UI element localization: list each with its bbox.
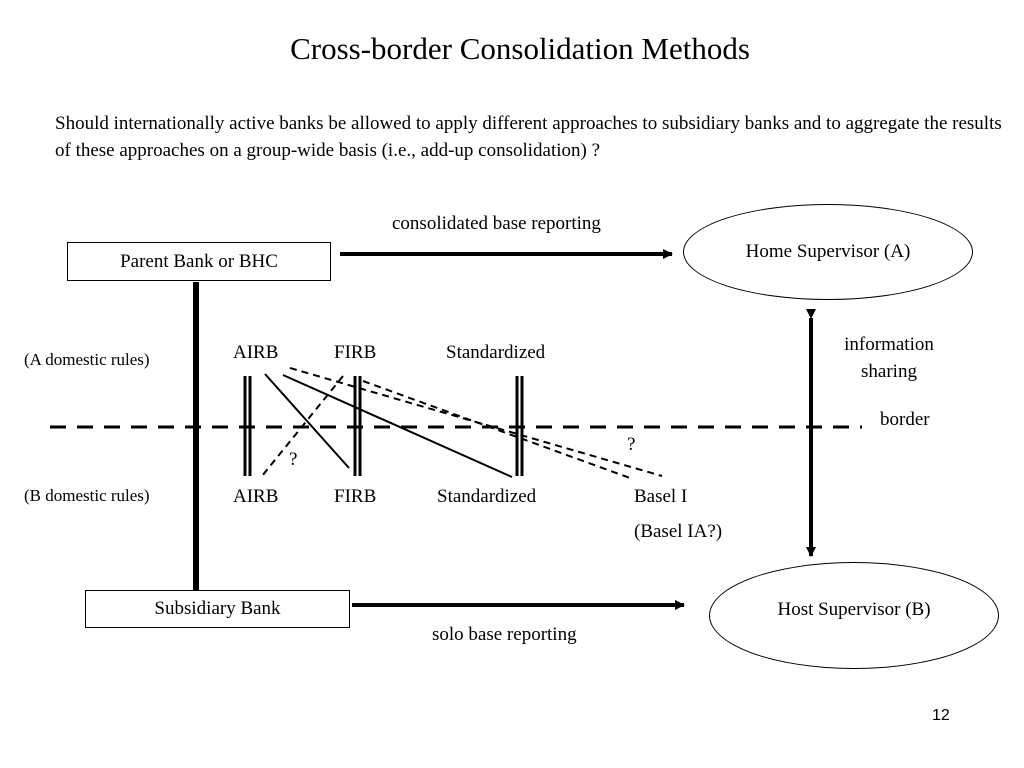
b-basel1-label: Basel I: [634, 486, 688, 507]
home-supervisor-ellipse: Home Supervisor (A): [683, 204, 973, 300]
airb-to-firb-line: [264, 373, 350, 469]
airb-to-standardized-line: [282, 374, 513, 478]
b-firb-label: FIRB: [334, 486, 377, 507]
question-mark: ?: [289, 449, 298, 470]
info-sharing-label: information sharing: [844, 334, 934, 382]
a-airb-label: AIRB: [233, 342, 279, 363]
parent-bank-box: Parent Bank or BHC: [67, 242, 331, 281]
slide-question: Should internationally active banks be a…: [55, 113, 1002, 161]
b-airb-label: AIRB: [233, 486, 279, 507]
firb-to-airb-dashed: [261, 375, 344, 477]
border-label: border: [880, 409, 930, 430]
b-domestic-rules-label: (B domestic rules): [24, 486, 150, 505]
subsidiary-bank-box: Subsidiary Bank: [85, 590, 350, 628]
solo-reporting-label: solo base reporting: [432, 624, 577, 645]
consolidated-reporting-label: consolidated base reporting: [392, 213, 601, 234]
question-mark: ?: [627, 434, 636, 455]
slide-title: Cross-border Consolidation Methods: [290, 31, 750, 66]
a-firb-label: FIRB: [334, 342, 377, 363]
firb-bar: [353, 376, 362, 476]
a-standardized-label: Standardized: [446, 342, 546, 363]
basel-ia-label: (Basel IA?): [634, 521, 723, 542]
b-standardized-label: Standardized: [437, 486, 537, 507]
airb-bar: [243, 376, 252, 476]
page-number: 12: [932, 707, 950, 724]
a-domestic-rules-label: (A domestic rules): [24, 350, 150, 369]
standardized-bar: [515, 376, 524, 476]
host-supervisor-ellipse: Host Supervisor (B): [709, 562, 999, 669]
